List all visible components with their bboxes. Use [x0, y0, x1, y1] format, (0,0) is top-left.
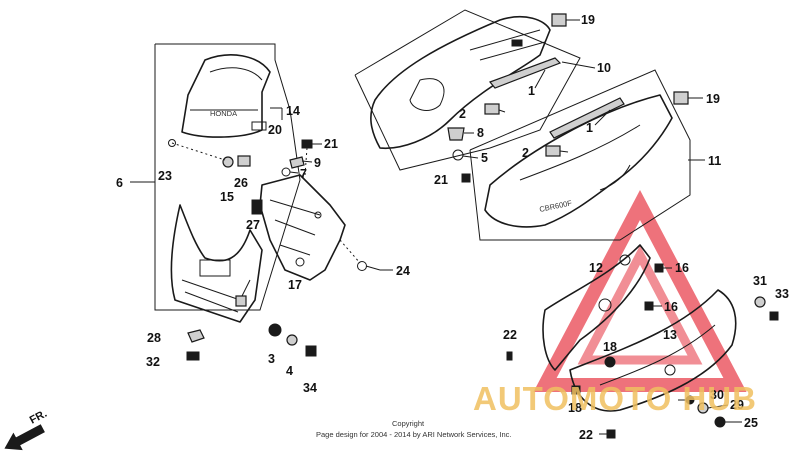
callout-23: 23	[158, 169, 172, 183]
grommet-8	[447, 127, 465, 141]
callout-29: 29	[730, 398, 744, 412]
bolt-21-middle	[461, 173, 471, 183]
callout-13: 13	[663, 328, 677, 342]
grommet-26	[237, 155, 251, 167]
watermark-text: AUTOMOTO HUB	[473, 380, 757, 417]
nut-18-lower	[571, 385, 581, 395]
svg-text:HONDA: HONDA	[210, 109, 237, 118]
leader-lines	[270, 19, 742, 435]
strip-1-upper	[488, 57, 562, 89]
callout-16-upper: 16	[675, 261, 689, 275]
strip-1-lower	[549, 97, 625, 139]
clip-22-lower	[606, 429, 616, 439]
group-outline-10	[354, 9, 581, 171]
clip-28	[187, 329, 205, 343]
upper-cowl	[170, 204, 263, 323]
bolt-34	[305, 345, 317, 357]
callout-2-upper: 2	[459, 107, 466, 121]
clip-22-upper	[506, 351, 513, 361]
callout-5: 5	[481, 151, 488, 165]
callout-18-lower: 18	[568, 401, 582, 415]
under-cowl-12	[542, 244, 651, 371]
direction-label: FR.	[28, 408, 49, 427]
callout-25: 25	[744, 416, 758, 430]
windscreen: HONDA	[181, 54, 271, 138]
callout-24: 24	[396, 264, 410, 278]
callout-27: 27	[246, 218, 260, 232]
callout-33: 33	[775, 287, 789, 301]
callout-14: 14	[286, 104, 300, 118]
callout-2-lower: 2	[522, 146, 529, 160]
callout-3: 3	[268, 352, 275, 366]
clip-16-upper	[654, 263, 664, 273]
copyright-line-2: Page design for 2004 - 2014 by ARI Netwo…	[316, 430, 512, 439]
screw-32	[186, 351, 200, 361]
screw-31	[754, 296, 766, 308]
group-outline-6	[154, 43, 301, 311]
callout-30: 30	[710, 388, 724, 402]
pad-2-lower	[545, 145, 561, 157]
nut-19-upper	[551, 13, 567, 27]
callout-32: 32	[146, 355, 160, 369]
callout-20: 20	[268, 123, 282, 137]
watermark-logo	[533, 190, 747, 392]
callout-21-left: 21	[324, 137, 338, 151]
callout-19-lower: 19	[706, 92, 720, 106]
group-outline-11	[469, 69, 691, 241]
callout-21-middle: 21	[434, 173, 448, 187]
callout-11: 11	[708, 154, 721, 168]
middle-cowl-upper	[370, 15, 551, 150]
bolt-25	[714, 416, 726, 428]
nut-3	[268, 323, 282, 337]
washer-4	[286, 334, 298, 346]
callout-6: 6	[116, 176, 123, 190]
callout-8: 8	[477, 126, 484, 140]
clip-9	[289, 156, 305, 169]
copyright-line-1: Copyright	[392, 419, 425, 428]
under-cowl-13	[569, 289, 737, 412]
callout-9: 9	[314, 156, 321, 170]
callout-4: 4	[286, 364, 293, 378]
callout-18-upper: 18	[603, 340, 617, 354]
callout-22-lower: 22	[579, 428, 593, 442]
collar-7	[281, 167, 291, 177]
screw-23	[168, 139, 176, 147]
clip-16-lower	[644, 301, 654, 311]
nut-19-lower	[673, 91, 689, 105]
callout-15: 15	[220, 190, 234, 204]
screw-5	[452, 149, 464, 161]
callout-17: 17	[288, 278, 302, 292]
callout-1-lower: 1	[586, 121, 593, 135]
nut-15	[222, 156, 234, 168]
callout-22-upper: 22	[503, 328, 517, 342]
callout-34: 34	[303, 381, 317, 395]
cowl-stay-bracket	[251, 174, 346, 281]
callout-7: 7	[300, 167, 307, 181]
svg-text:CBR600F: CBR600F	[539, 198, 573, 214]
bolt-33	[769, 311, 779, 321]
nut-18-upper	[604, 356, 616, 368]
callout-10: 10	[597, 61, 611, 75]
callout-1-upper: 1	[528, 84, 535, 98]
callout-31: 31	[753, 274, 767, 288]
callout-12: 12	[589, 261, 603, 275]
fr-arrow-icon	[4, 424, 45, 451]
callout-16-lower: 16	[664, 300, 678, 314]
callout-28: 28	[147, 331, 161, 345]
pad-2-upper	[484, 103, 500, 115]
callout-numbers: 19 10 1 2 8 5 21 19 1 2 11 14 20 6 21 9 …	[116, 13, 789, 442]
bolt-24	[339, 239, 381, 271]
callout-19-upper: 19	[581, 13, 595, 27]
callout-26: 26	[234, 176, 248, 190]
